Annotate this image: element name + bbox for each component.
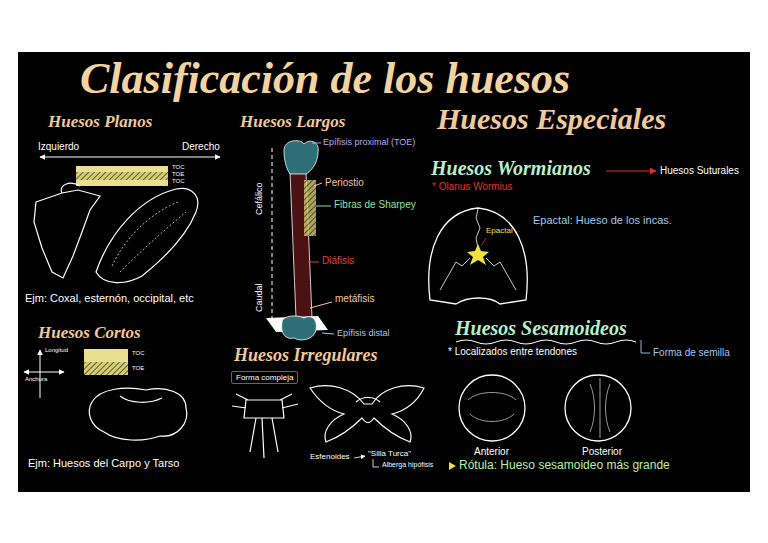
subsection-heading: Huesos Wormianos [431, 157, 591, 180]
example-note: Ejm: Huesos del Carpo y Tarso [28, 457, 179, 470]
direction-label: Izquierdo [38, 141, 79, 153]
subsection-heading: Huesos Sesamoideos [455, 317, 627, 340]
part-label: "Silla Turca" [368, 449, 411, 458]
part-label: Epífisis proximal (TOE) [323, 137, 415, 147]
chalkboard [18, 52, 750, 492]
leader-line [322, 333, 334, 334]
synonym-label: Huesos Suturales [660, 165, 739, 177]
view-label: Anterior [474, 446, 509, 458]
vertebra-drawing [232, 394, 298, 458]
box-text: Forma compleja [236, 373, 293, 382]
note: Epactal: Hueso de los incas. [533, 214, 672, 227]
layer-label: TOC [172, 164, 185, 171]
part-label: Epífisis distal [337, 328, 390, 338]
leader-line [316, 206, 331, 207]
view-label: Posterior [582, 446, 622, 458]
text-arrow [606, 170, 656, 171]
spongy-layer [76, 172, 168, 180]
layer-label: TOE [172, 171, 184, 178]
section-heading: Huesos Especiales [437, 102, 666, 137]
short-bone-drawing [89, 388, 186, 440]
distal-epiphysis [282, 316, 317, 340]
coxal-drawing [96, 188, 198, 282]
bone-texture [112, 202, 186, 272]
layer-label: TOC [172, 178, 185, 185]
section-heading: Huesos Cortos [38, 323, 141, 343]
leader-line [310, 302, 332, 308]
note: Forma de semilla [653, 347, 730, 359]
section-heading: Huesos Irregulares [234, 345, 378, 366]
spongy-layer [84, 362, 128, 375]
bone-texture [590, 378, 610, 438]
axis-label: Anchura [25, 376, 47, 383]
note: * Olanus Wormius [432, 181, 512, 193]
periosteum-patch [304, 180, 316, 236]
bullet-triangle [449, 462, 456, 470]
example-note: Ejm: Coxal, esternón, occipital, etc [25, 292, 194, 305]
hook-arrow [641, 340, 650, 353]
scapula-drawing [34, 183, 100, 278]
part-label: Epactal [486, 226, 513, 235]
title: Clasificación de los huesos [80, 54, 570, 105]
sphenoid-drawing [310, 386, 424, 442]
axis-label: Longitud [45, 347, 68, 354]
section-heading: Huesos Largos [240, 112, 345, 132]
underline [456, 340, 636, 344]
direction-arrow [40, 157, 220, 158]
text-arrow [354, 456, 365, 458]
leader-line [312, 143, 321, 144]
part-label: Fibras de Sharpey [334, 199, 416, 211]
patella-anterior [459, 375, 525, 441]
axis-label: Cefálico [254, 182, 264, 215]
leader-line [481, 238, 486, 246]
epactal-bone [467, 244, 489, 265]
shape-box: Forma compleja [231, 371, 298, 384]
part-label: metáfisis [335, 293, 374, 305]
section-heading: Huesos Planos [48, 112, 152, 132]
part-label: Periostio [325, 177, 364, 189]
note: Rótula: Hueso sesamoideo más grande [459, 459, 670, 473]
layer-label: TOC [132, 350, 145, 357]
direction-label: Derecho [182, 141, 220, 153]
note: * Localizados entre tendones [448, 346, 577, 358]
bone-texture [468, 393, 516, 422]
layer-label: TOE [132, 365, 144, 372]
axis [40, 350, 41, 398]
patella-posterior [565, 375, 631, 441]
axis-ruler [272, 148, 273, 318]
axis-label: Caudal [254, 283, 264, 312]
part-label: Esfenoides [310, 452, 350, 461]
layer-diagram [76, 166, 168, 186]
axis [24, 372, 64, 373]
leader-line [314, 183, 322, 186]
layer-diagram [84, 349, 128, 362]
part-label: Diáfisis [322, 255, 354, 267]
proximal-epiphysis [284, 141, 318, 174]
skull-posterior-drawing [429, 208, 527, 304]
note: Alberga hipófisis [382, 461, 433, 469]
leader-line [308, 262, 319, 263]
suture-lines [440, 209, 516, 290]
hook-arrow [373, 459, 379, 467]
